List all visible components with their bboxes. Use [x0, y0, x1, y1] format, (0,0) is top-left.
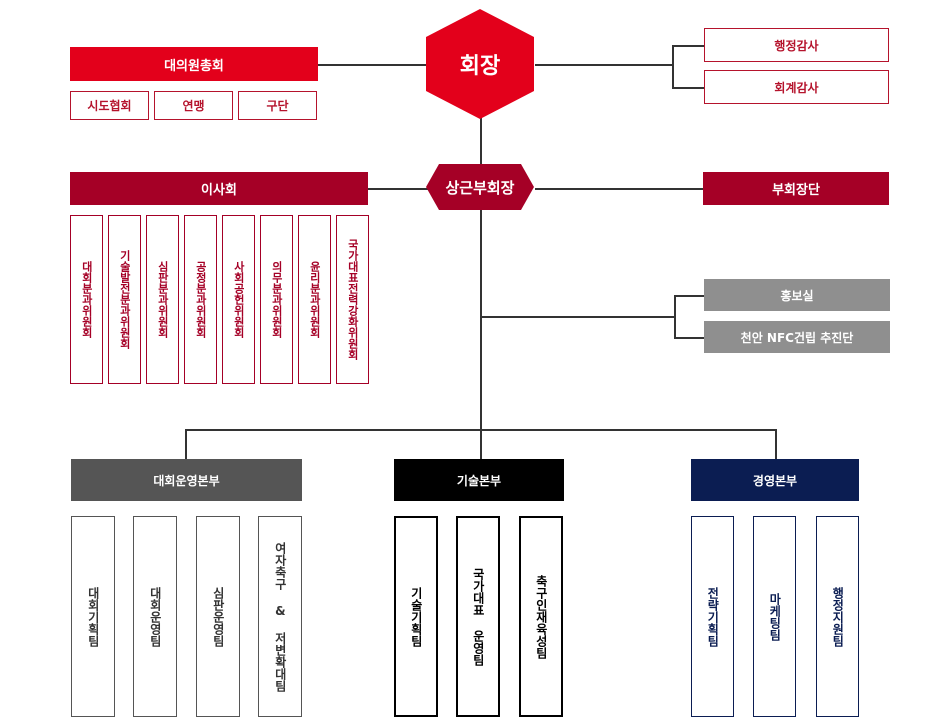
admin-audit-box: 행정감사 — [704, 28, 889, 62]
committee-fairness: 공정분과위원회 — [184, 215, 217, 384]
connector-audit1 — [672, 45, 704, 47]
connector-vp-vpgroup — [535, 188, 703, 190]
connector-trunk-staff — [480, 316, 674, 318]
president-hexagon — [426, 9, 534, 119]
board-box: 이사회 — [70, 172, 368, 205]
vice-president-hexagon — [426, 164, 534, 210]
connector-division2 — [480, 429, 482, 460]
division-technical: 기술본부 — [394, 459, 564, 501]
connector-vp-trunk — [480, 210, 482, 430]
team-womens-football: 여자축구 & 저변확대팀 — [258, 516, 302, 717]
vice-president-label: 상근부회장 — [445, 178, 515, 197]
division-management: 경영본부 — [691, 459, 859, 501]
connector-staff-vertical — [674, 295, 676, 338]
nfc-project-box: 천안 NFC건립 추진단 — [704, 321, 890, 353]
vp-group-box: 부회장단 — [703, 172, 889, 205]
team-marketing: 마케팅팀 — [753, 516, 796, 717]
committee-referee: 심판분과위원회 — [146, 215, 179, 384]
assembly-member-provinces: 시도협회 — [70, 91, 149, 120]
assembly-member-clubs: 구단 — [238, 91, 317, 120]
general-assembly-box: 대의원총회 — [70, 47, 318, 81]
connector-staff1 — [674, 295, 704, 297]
connector-division1 — [185, 429, 187, 460]
committee-medical: 의무분과위원회 — [260, 215, 293, 384]
committee-competition: 대회분과위원회 — [70, 215, 103, 384]
connector-president-audits — [535, 64, 672, 66]
connector-staff2 — [674, 337, 704, 339]
connector-board-vp — [368, 188, 428, 190]
team-technical-planning: 기술기획팀 — [394, 516, 438, 717]
team-talent-development: 축구인재육성팀 — [519, 516, 563, 717]
connector-division3 — [775, 429, 777, 460]
team-competition-planning: 대회기획팀 — [71, 516, 115, 717]
team-admin-support: 행정지원팀 — [816, 516, 859, 717]
team-strategy-planning: 전략기획팀 — [691, 516, 734, 717]
connector-audit2 — [672, 87, 704, 89]
connector-audits-vertical — [672, 45, 674, 88]
team-competition-operations: 대회운영팀 — [133, 516, 177, 717]
committee-national-team: 국가대표전력강화위원회 — [336, 215, 369, 384]
committee-ethics: 윤리분과위원회 — [298, 215, 331, 384]
connector-president-vp — [480, 112, 482, 164]
pr-office-box: 홍보실 — [704, 279, 890, 311]
division-competition-operations: 대회운영본부 — [71, 459, 302, 501]
committee-social-contribution: 사회공헌위원회 — [222, 215, 255, 384]
connector-assembly-president — [318, 64, 428, 66]
team-national-team-operations: 국가대표 운영팀 — [456, 516, 500, 717]
team-referee-operations: 심판운영팀 — [196, 516, 240, 717]
committee-technical-development: 기술발전분과위원회 — [108, 215, 141, 384]
finance-audit-box: 회계감사 — [704, 70, 889, 104]
president-label: 회장 — [459, 54, 501, 79]
assembly-member-federation: 연맹 — [154, 91, 233, 120]
